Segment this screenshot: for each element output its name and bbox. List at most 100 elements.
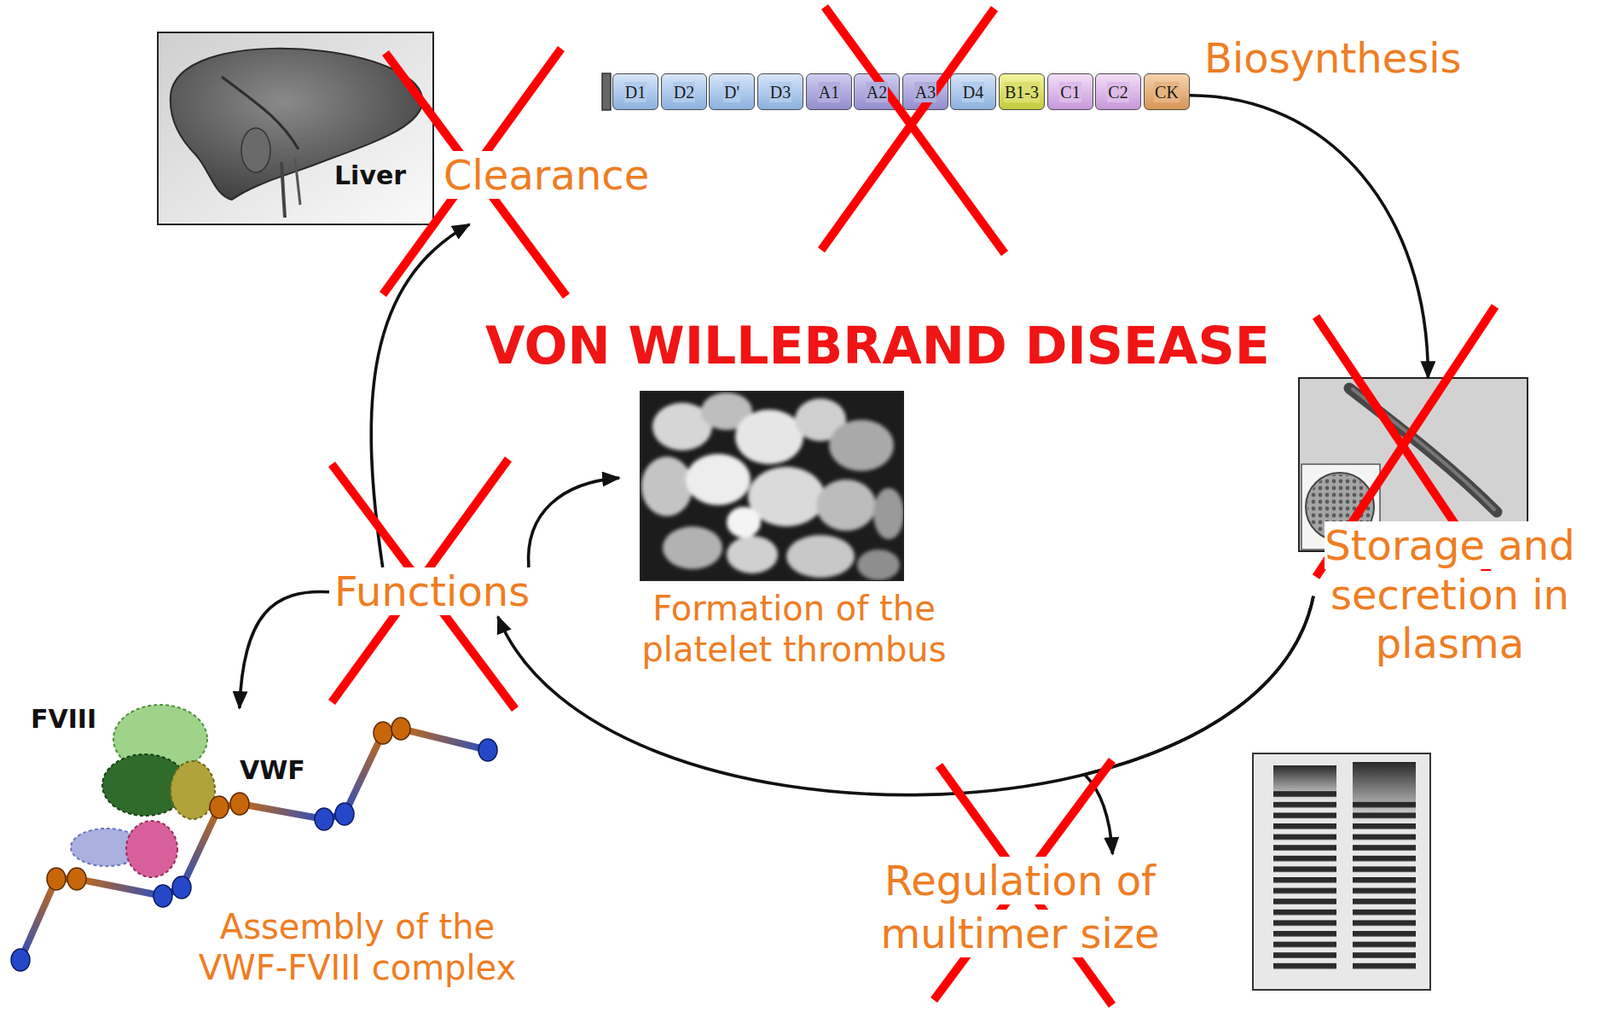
stage-label: Formation of the platelet thrombus	[641, 588, 946, 669]
part-label: VWF	[239, 754, 306, 785]
vwf-orange-dot	[209, 795, 229, 818]
text-holder: VON WILLEBRAND DISEASE	[485, 314, 1270, 377]
gel-lane-smear	[1273, 765, 1337, 801]
vwf-chain	[239, 803, 325, 819]
vwf-chain	[344, 732, 383, 814]
red-cross	[382, 48, 562, 295]
cycle-arrow	[371, 224, 470, 568]
domain-box: B1-3	[998, 73, 1045, 111]
red-cross	[1315, 306, 1496, 577]
gallbladder	[241, 127, 271, 173]
stage-label: Clearance	[443, 150, 650, 199]
platelet	[641, 456, 693, 516]
domain-box: C1	[1047, 73, 1094, 111]
gel-photo	[1252, 753, 1431, 990]
platelet	[873, 487, 904, 540]
domain-label: D4	[962, 81, 985, 103]
vwf-blue-dot	[11, 948, 30, 971]
photo-spacer	[1318, 377, 1582, 522]
text-holder: Formation of the platelet thrombus	[624, 587, 964, 670]
thrombus-photo	[640, 391, 904, 580]
domain-box: A1	[805, 73, 853, 111]
red-cross	[933, 759, 1113, 1000]
vwf-orange-dot	[46, 867, 66, 890]
vwf-blue-dot	[172, 875, 192, 899]
vwf-orange-dot	[230, 792, 250, 815]
cycle-arrow	[239, 591, 330, 708]
vwf-chain	[20, 878, 57, 960]
red-cross	[821, 8, 995, 250]
red-cross	[331, 463, 516, 709]
vwf-blue-dot	[335, 802, 354, 825]
platelet	[786, 534, 855, 578]
gel-lane	[1352, 797, 1416, 970]
domain-box: CK	[1143, 73, 1190, 111]
domain-box: D1	[612, 73, 659, 111]
cycle-arrow	[1084, 596, 1314, 854]
platelet	[816, 479, 876, 531]
domain-label: A1	[817, 81, 841, 103]
text-holder: Biosynthesis	[1204, 34, 1462, 84]
vwf-orange-dot	[373, 721, 393, 744]
liver-vessel	[281, 162, 285, 218]
platelet	[726, 535, 778, 574]
cycle-arrow	[528, 477, 620, 568]
stage-box: Formation of the platelet thrombus	[619, 391, 969, 670]
fviii-domain	[170, 760, 215, 819]
gel-lane	[1273, 788, 1337, 970]
illustration-box: Assembly of the VWF-FVIII complex	[10, 707, 522, 990]
organ-image-box: Liver Clearance	[157, 32, 653, 225]
domain-box: D2	[660, 73, 708, 111]
organ-label: Liver	[334, 160, 406, 191]
domain-label: D'	[723, 81, 741, 103]
stage-label: Regulation of multimer size	[880, 856, 1160, 957]
domain-label: A3	[914, 81, 937, 103]
vwf-chain	[181, 806, 220, 887]
text-holder: Functions	[334, 567, 530, 617]
stage-label: Functions	[334, 567, 530, 615]
red-cross	[824, 6, 1005, 254]
text-holder: Assembly of the VWF-FVIII complex	[191, 905, 524, 988]
photo-spacer	[624, 391, 964, 588]
stage-label-box: Regulation of multimer size	[870, 853, 1170, 960]
domain-label: D3	[769, 81, 792, 103]
liver-vessel	[295, 158, 301, 205]
vwf-orange-dot	[67, 867, 87, 890]
domain-label: C1	[1059, 81, 1081, 103]
domain-label: D1	[624, 81, 647, 103]
domain-box: D3	[757, 73, 804, 111]
domain-label: D2	[672, 81, 696, 103]
domain-box: D'	[708, 73, 755, 111]
vwf-blue-dot	[478, 738, 498, 761]
diagram-title: VON WILLEBRAND DISEASE	[485, 315, 1270, 376]
vwf-chain	[76, 878, 163, 896]
text-holder: Storage and secretion in plasma	[1318, 521, 1582, 669]
part-label: FVIII	[30, 703, 97, 734]
vwf-chain	[400, 728, 488, 750]
stage-label-box: Functions	[329, 567, 535, 617]
domain-box: C2	[1095, 73, 1142, 111]
platelet	[828, 419, 894, 471]
platelet	[857, 549, 900, 580]
domain-label: B1-3	[1003, 81, 1040, 103]
text-holder: Clearance	[443, 150, 650, 201]
vwf-blue-dot	[153, 884, 173, 907]
domain-label: A2	[865, 81, 888, 103]
domain-label: C2	[1107, 81, 1129, 103]
domain-label: CK	[1153, 81, 1180, 103]
platelet	[662, 526, 723, 569]
domain-cap	[602, 73, 611, 111]
text-holder: FVIII	[30, 703, 97, 735]
text-holder: VWF	[239, 754, 306, 786]
text-holder: Regulation of multimer size	[875, 853, 1165, 960]
text-holder: Liver	[334, 160, 406, 192]
platelet	[685, 453, 751, 505]
platelet	[726, 506, 761, 538]
stage-label: Storage and secretion in plasma	[1324, 521, 1575, 667]
stage-label: Biosynthesis	[1204, 34, 1462, 82]
fviii-domain	[126, 820, 178, 877]
stage-box: Storage and secretion in plasma	[1313, 377, 1587, 669]
red-cross	[331, 458, 509, 702]
platelet	[735, 409, 804, 464]
